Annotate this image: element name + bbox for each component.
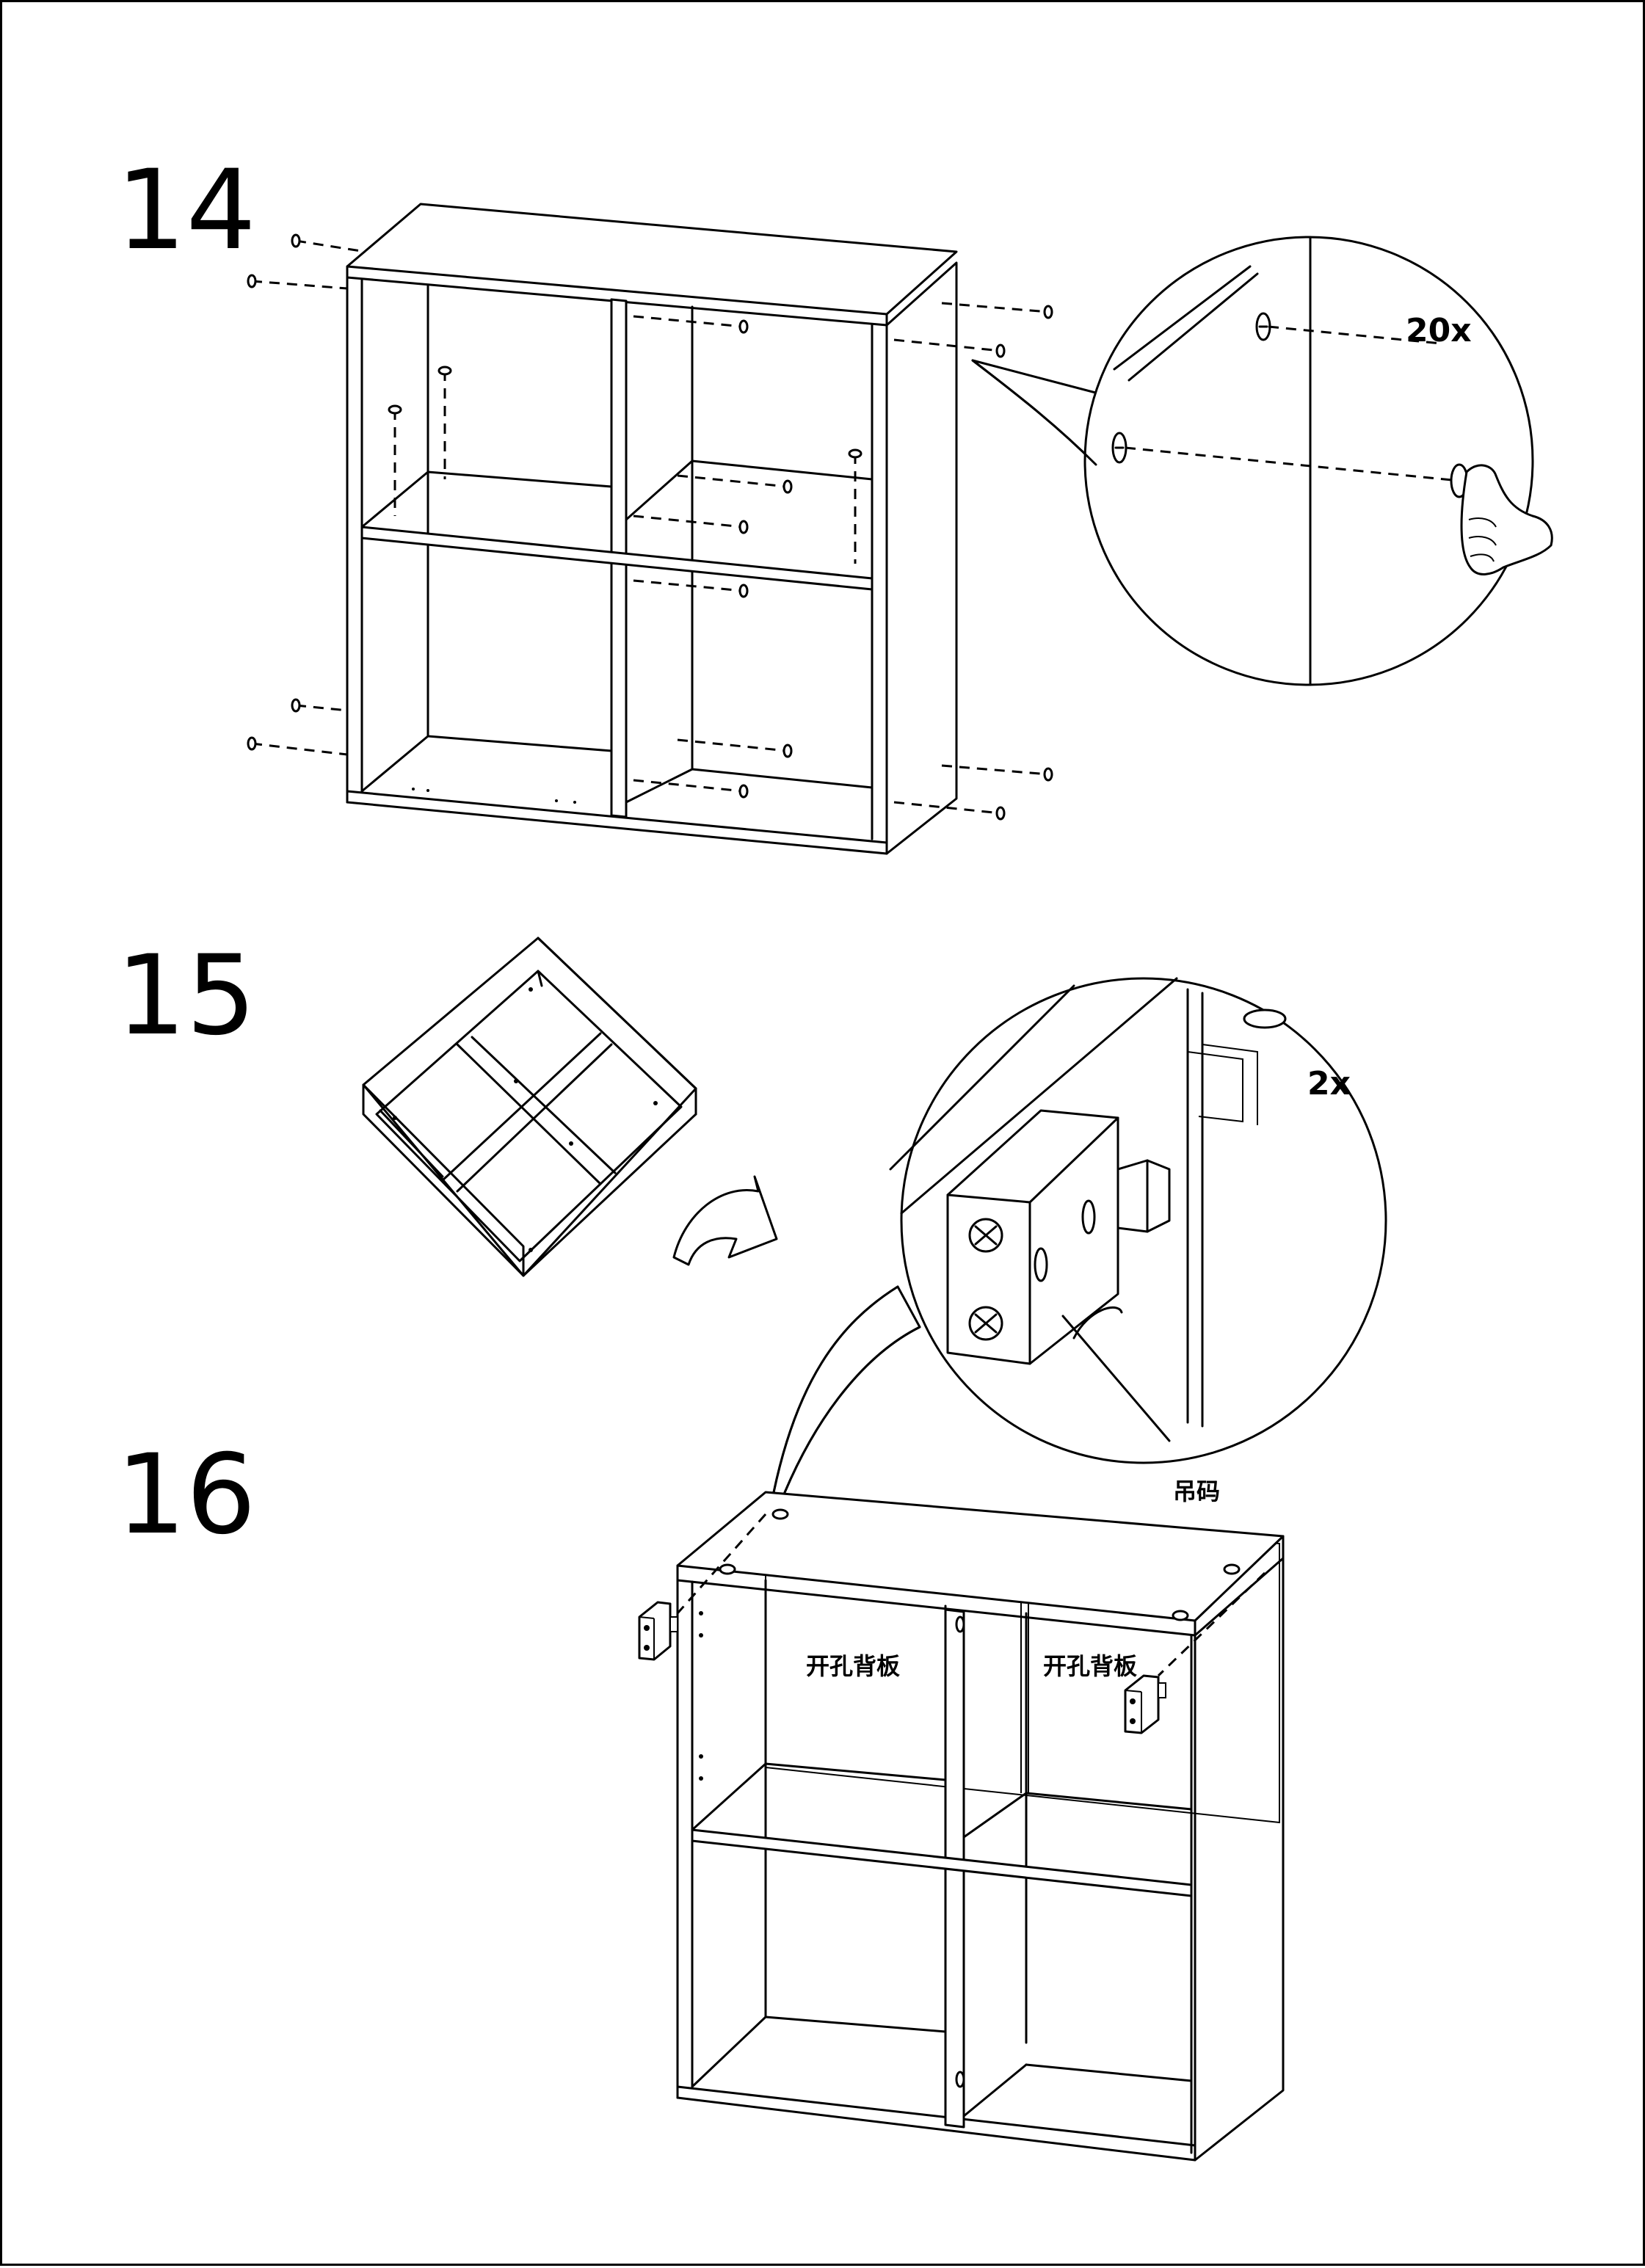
step-14-number: 14 (116, 147, 256, 275)
step-14-quantity: 20x (1406, 312, 1472, 349)
step-14-cabinet (346, 203, 958, 855)
step-16-number: 16 (116, 1431, 256, 1559)
step-15-number: 15 (116, 932, 256, 1060)
hanger-label: 吊码 (1173, 1478, 1220, 1505)
step-14-detail-zoom: 20x (971, 236, 1553, 686)
back-panel-label-left: 开孔背板 (806, 1652, 900, 1680)
step-16-detail-zoom: 2x (770, 977, 1387, 1505)
step-16-quantity: 2x (1307, 1065, 1351, 1102)
rotate-arrow-icon (672, 1175, 778, 1266)
back-panel-label-right: 开孔背板 (1043, 1652, 1137, 1680)
step-14-dowels (247, 233, 1053, 821)
step-16-cabinet (638, 1491, 1285, 2162)
step-15-cabinet-tilted (362, 937, 697, 1277)
